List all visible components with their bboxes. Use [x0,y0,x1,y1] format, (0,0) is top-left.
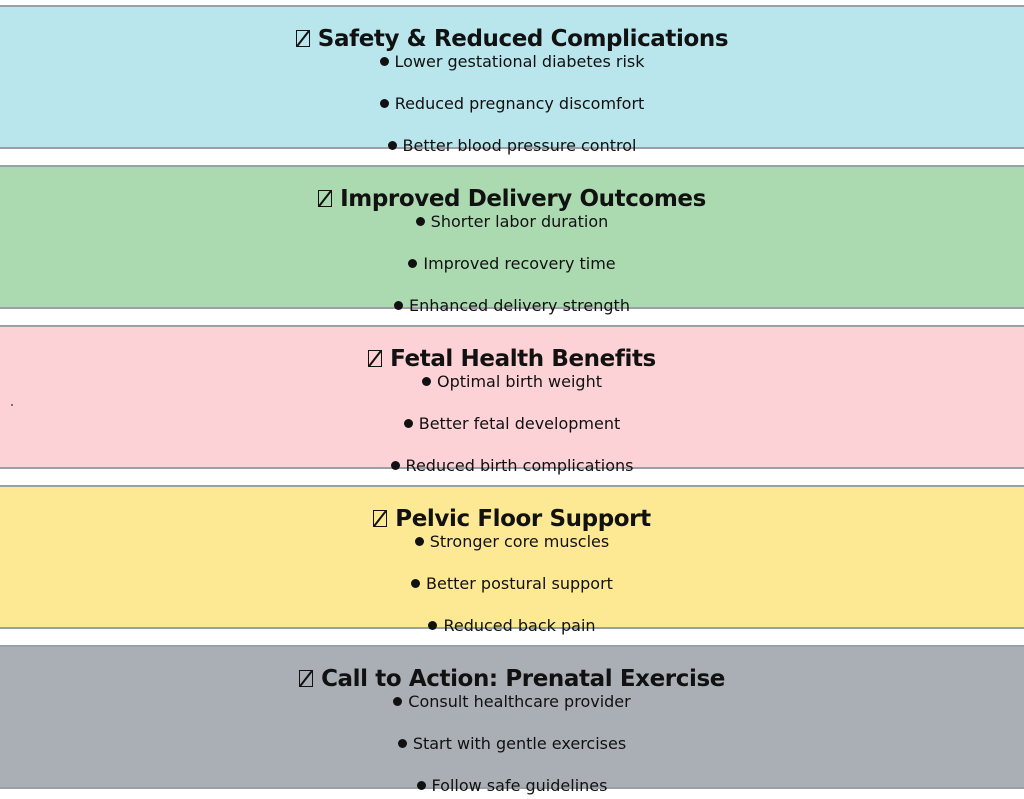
bullet-text: Improved recovery time [423,254,616,273]
missing-glyph-icon [368,350,383,367]
bullet-item: Reduced birth complications [0,456,1024,476]
section-title: Fetal Health Benefits [0,345,1024,373]
bullet-text: Enhanced delivery strength [409,296,630,315]
section-title-text: Improved Delivery Outcomes [340,186,706,212]
bullet-dot-icon [390,461,400,470]
section-title-text: Fetal Health Benefits [390,346,656,372]
section-fetal-health: Fetal Health Benefits Optimal birth weig… [0,325,1024,475]
bullet-text: Reduced birth complications [405,456,634,475]
bullet-text: Shorter labor duration [430,212,609,231]
bullet-dot-icon [428,621,438,630]
section-title: Call to Action: Prenatal Exercise [0,665,1024,693]
bullet-text: Reduced back pain [443,616,596,635]
bullet-item: Follow safe guidelines [0,776,1024,796]
bullet-item: Enhanced delivery strength [0,296,1024,316]
section-pelvic-floor: Pelvic Floor Support Stronger core muscl… [0,485,1024,635]
bullet-item: Consult healthcare provider [0,692,1024,712]
missing-glyph-icon [295,30,310,47]
section-title-text: Call to Action: Prenatal Exercise [321,666,725,692]
bullet-item: Start with gentle exercises [0,734,1024,754]
bullet-item: Better blood pressure control [0,136,1024,156]
missing-glyph-icon [373,510,388,527]
section-title: Pelvic Floor Support [0,505,1024,533]
bullet-text: Optimal birth weight [436,372,602,391]
bullet-item: Lower gestational diabetes risk [0,52,1024,72]
section-delivery: Improved Delivery Outcomes Shorter labor… [0,165,1024,315]
bullet-item: Shorter labor duration [0,212,1024,232]
bullet-item: Optimal birth weight [0,372,1024,392]
bullet-dot-icon [393,697,403,706]
bullet-dot-icon [408,259,418,268]
bullet-text: Better blood pressure control [402,136,637,155]
bullet-text: Stronger core muscles [429,532,610,551]
bullet-dot-icon [415,217,425,226]
section-title: Safety & Reduced Complications [0,25,1024,53]
bullet-item: Improved recovery time [0,254,1024,274]
bullet-text: Follow safe guidelines [431,776,608,795]
bullet-text: Consult healthcare provider [408,692,631,711]
bullet-dot-icon [403,419,413,428]
section-title-text: Pelvic Floor Support [395,506,651,532]
stray-dot [11,404,13,406]
missing-glyph-icon [318,190,333,207]
bullet-dot-icon [394,301,404,310]
bullet-text: Better fetal development [418,414,621,433]
section-title: Improved Delivery Outcomes [0,185,1024,213]
bullet-item: Reduced pregnancy discomfort [0,94,1024,114]
bullet-dot-icon [414,537,424,546]
bullet-text: Better postural support [426,574,613,593]
bullet-item: Better fetal development [0,414,1024,434]
bullet-dot-icon [421,377,431,386]
bullet-item: Reduced back pain [0,616,1024,636]
bullet-item: Better postural support [0,574,1024,594]
bullet-item: Stronger core muscles [0,532,1024,552]
section-call-to-action: Call to Action: Prenatal Exercise Consul… [0,645,1024,795]
bullet-dot-icon [411,579,421,588]
bullet-dot-icon [397,739,407,748]
bullet-dot-icon [379,57,389,66]
bullet-text: Reduced pregnancy discomfort [394,94,645,113]
bullet-dot-icon [379,99,389,108]
bullet-dot-icon [387,141,397,150]
section-safety: Safety & Reduced Complications Lower ges… [0,5,1024,155]
missing-glyph-icon [299,670,314,687]
section-title-text: Safety & Reduced Complications [317,26,729,52]
bullet-text: Start with gentle exercises [412,734,627,753]
bullet-text: Lower gestational diabetes risk [394,52,645,71]
bullet-dot-icon [416,781,426,790]
